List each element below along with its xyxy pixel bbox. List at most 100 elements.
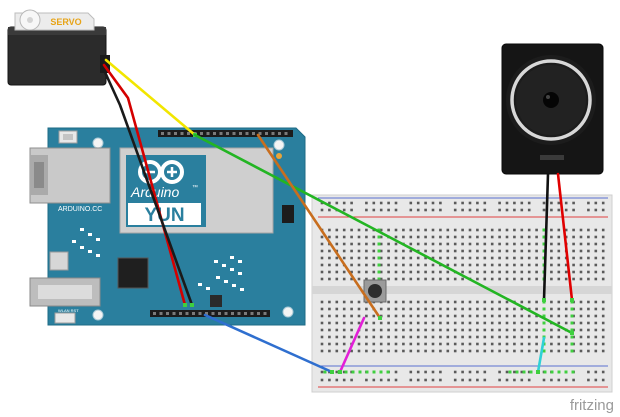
breadboard-hole: [587, 370, 590, 374]
breadboard-hole: [579, 321, 583, 325]
breadboard-hole: [461, 256, 464, 260]
breadboard-hole: [394, 249, 398, 253]
breadboard-hole: [365, 235, 368, 239]
breadboard-hole: [572, 270, 575, 274]
breadboard-hole: [350, 328, 353, 332]
breadboard-hole: [424, 201, 427, 205]
breadboard-hole: [505, 335, 509, 339]
breadboard-hole: [357, 321, 361, 325]
breadboard-hole-active: [365, 370, 369, 374]
breadboard-hole: [335, 307, 339, 311]
header-pin: [179, 312, 182, 315]
breadboard-hole: [601, 228, 605, 232]
header-pin: [284, 132, 288, 135]
breadboard-hole: [446, 349, 450, 353]
breadboard-hole-active: [570, 307, 574, 311]
breadboard-hole: [461, 349, 464, 353]
breadboard-hole: [342, 342, 346, 346]
breadboard-hole: [416, 342, 420, 346]
wire-cyan-end: [536, 370, 540, 374]
breadboard-hole: [468, 335, 472, 339]
breadboard-hole: [587, 263, 590, 267]
breadboard-hole-active: [323, 370, 327, 374]
breadboard-hole: [535, 328, 538, 332]
breadboard-hole: [320, 300, 324, 304]
breadboard-hole: [513, 328, 516, 332]
breadboard-hole: [328, 378, 331, 382]
header-pin: [167, 132, 171, 135]
breadboard-hole: [409, 342, 413, 346]
header-pin: [200, 132, 203, 135]
breadboard-hole: [431, 263, 435, 267]
breadboard-hole: [535, 314, 538, 318]
breadboard-hole: [550, 335, 553, 339]
breadboard-hole: [513, 314, 516, 318]
wire-black-servo-end: [190, 303, 194, 307]
breadboard-hole: [490, 342, 494, 346]
wlan-reset-button[interactable]: [54, 312, 76, 324]
breadboard-hole: [424, 228, 427, 232]
breadboard-hole: [357, 228, 361, 232]
breadboard-hole: [535, 235, 538, 239]
led-dot: [238, 272, 242, 275]
breadboard-hole: [379, 342, 383, 346]
breadboard-hole: [350, 300, 353, 304]
breadboard-hole: [409, 249, 413, 253]
breadboard-hole: [365, 208, 368, 212]
breadboard-hole-active: [542, 249, 546, 253]
breadboard-hole: [409, 201, 413, 205]
mount-hole: [273, 139, 285, 151]
breadboard-hole: [320, 263, 324, 267]
breadboard-hole: [431, 300, 435, 304]
breadboard-hole: [365, 335, 368, 339]
breadboard-hole: [468, 242, 472, 246]
breadboard-hole: [557, 277, 561, 281]
breadboard-hole: [365, 342, 368, 346]
breadboard-hole: [476, 307, 479, 311]
breadboard-hole: [365, 378, 368, 382]
breadboard-hole: [424, 277, 427, 281]
breadboard-hole: [328, 263, 331, 267]
breadboard-hole: [594, 335, 598, 339]
breadboard-hole: [379, 307, 383, 311]
breadboard-hole: [468, 235, 472, 239]
breadboard-hole: [505, 208, 509, 212]
servo-top-edge: [8, 27, 106, 35]
breadboard-hole: [483, 335, 487, 339]
breadboard-hole: [527, 307, 531, 311]
breadboard-hole: [468, 228, 472, 232]
breadboard-hole: [594, 263, 598, 267]
breadboard-hole: [564, 349, 568, 353]
breadboard-hole: [483, 328, 487, 332]
breadboard-hole: [379, 378, 383, 382]
breadboard-hole: [431, 321, 435, 325]
breadboard-hole: [594, 228, 598, 232]
breadboard-hole-active: [508, 370, 512, 374]
breadboard-hole-active: [542, 256, 546, 260]
breadboard-hole: [402, 277, 405, 281]
breadboard-hole: [439, 249, 442, 253]
breadboard-hole: [601, 314, 605, 318]
mount-hole: [282, 306, 294, 318]
breadboard-hole: [453, 321, 457, 325]
breadboard-hole: [409, 314, 413, 318]
breadboard-hole: [601, 256, 605, 260]
breadboard-hole: [439, 201, 442, 205]
header-pin: [159, 312, 163, 315]
breadboard-hole: [594, 314, 598, 318]
breadboard-hole: [557, 256, 561, 260]
speaker-dust-cap: [543, 92, 559, 108]
breadboard-hole: [527, 201, 531, 205]
led-dot: [88, 233, 92, 236]
breadboard-hole: [550, 201, 553, 205]
breadboard-hole: [453, 208, 457, 212]
breadboard-hole: [439, 328, 442, 332]
breadboard-hole: [387, 249, 390, 253]
breadboard-hole: [424, 256, 427, 260]
breadboard-hole: [402, 270, 405, 274]
breadboard-hole: [483, 307, 487, 311]
breadboard-hole: [468, 300, 472, 304]
breadboard-hole: [453, 349, 457, 353]
breadboard-hole: [431, 378, 435, 382]
breadboard-hole: [409, 256, 413, 260]
